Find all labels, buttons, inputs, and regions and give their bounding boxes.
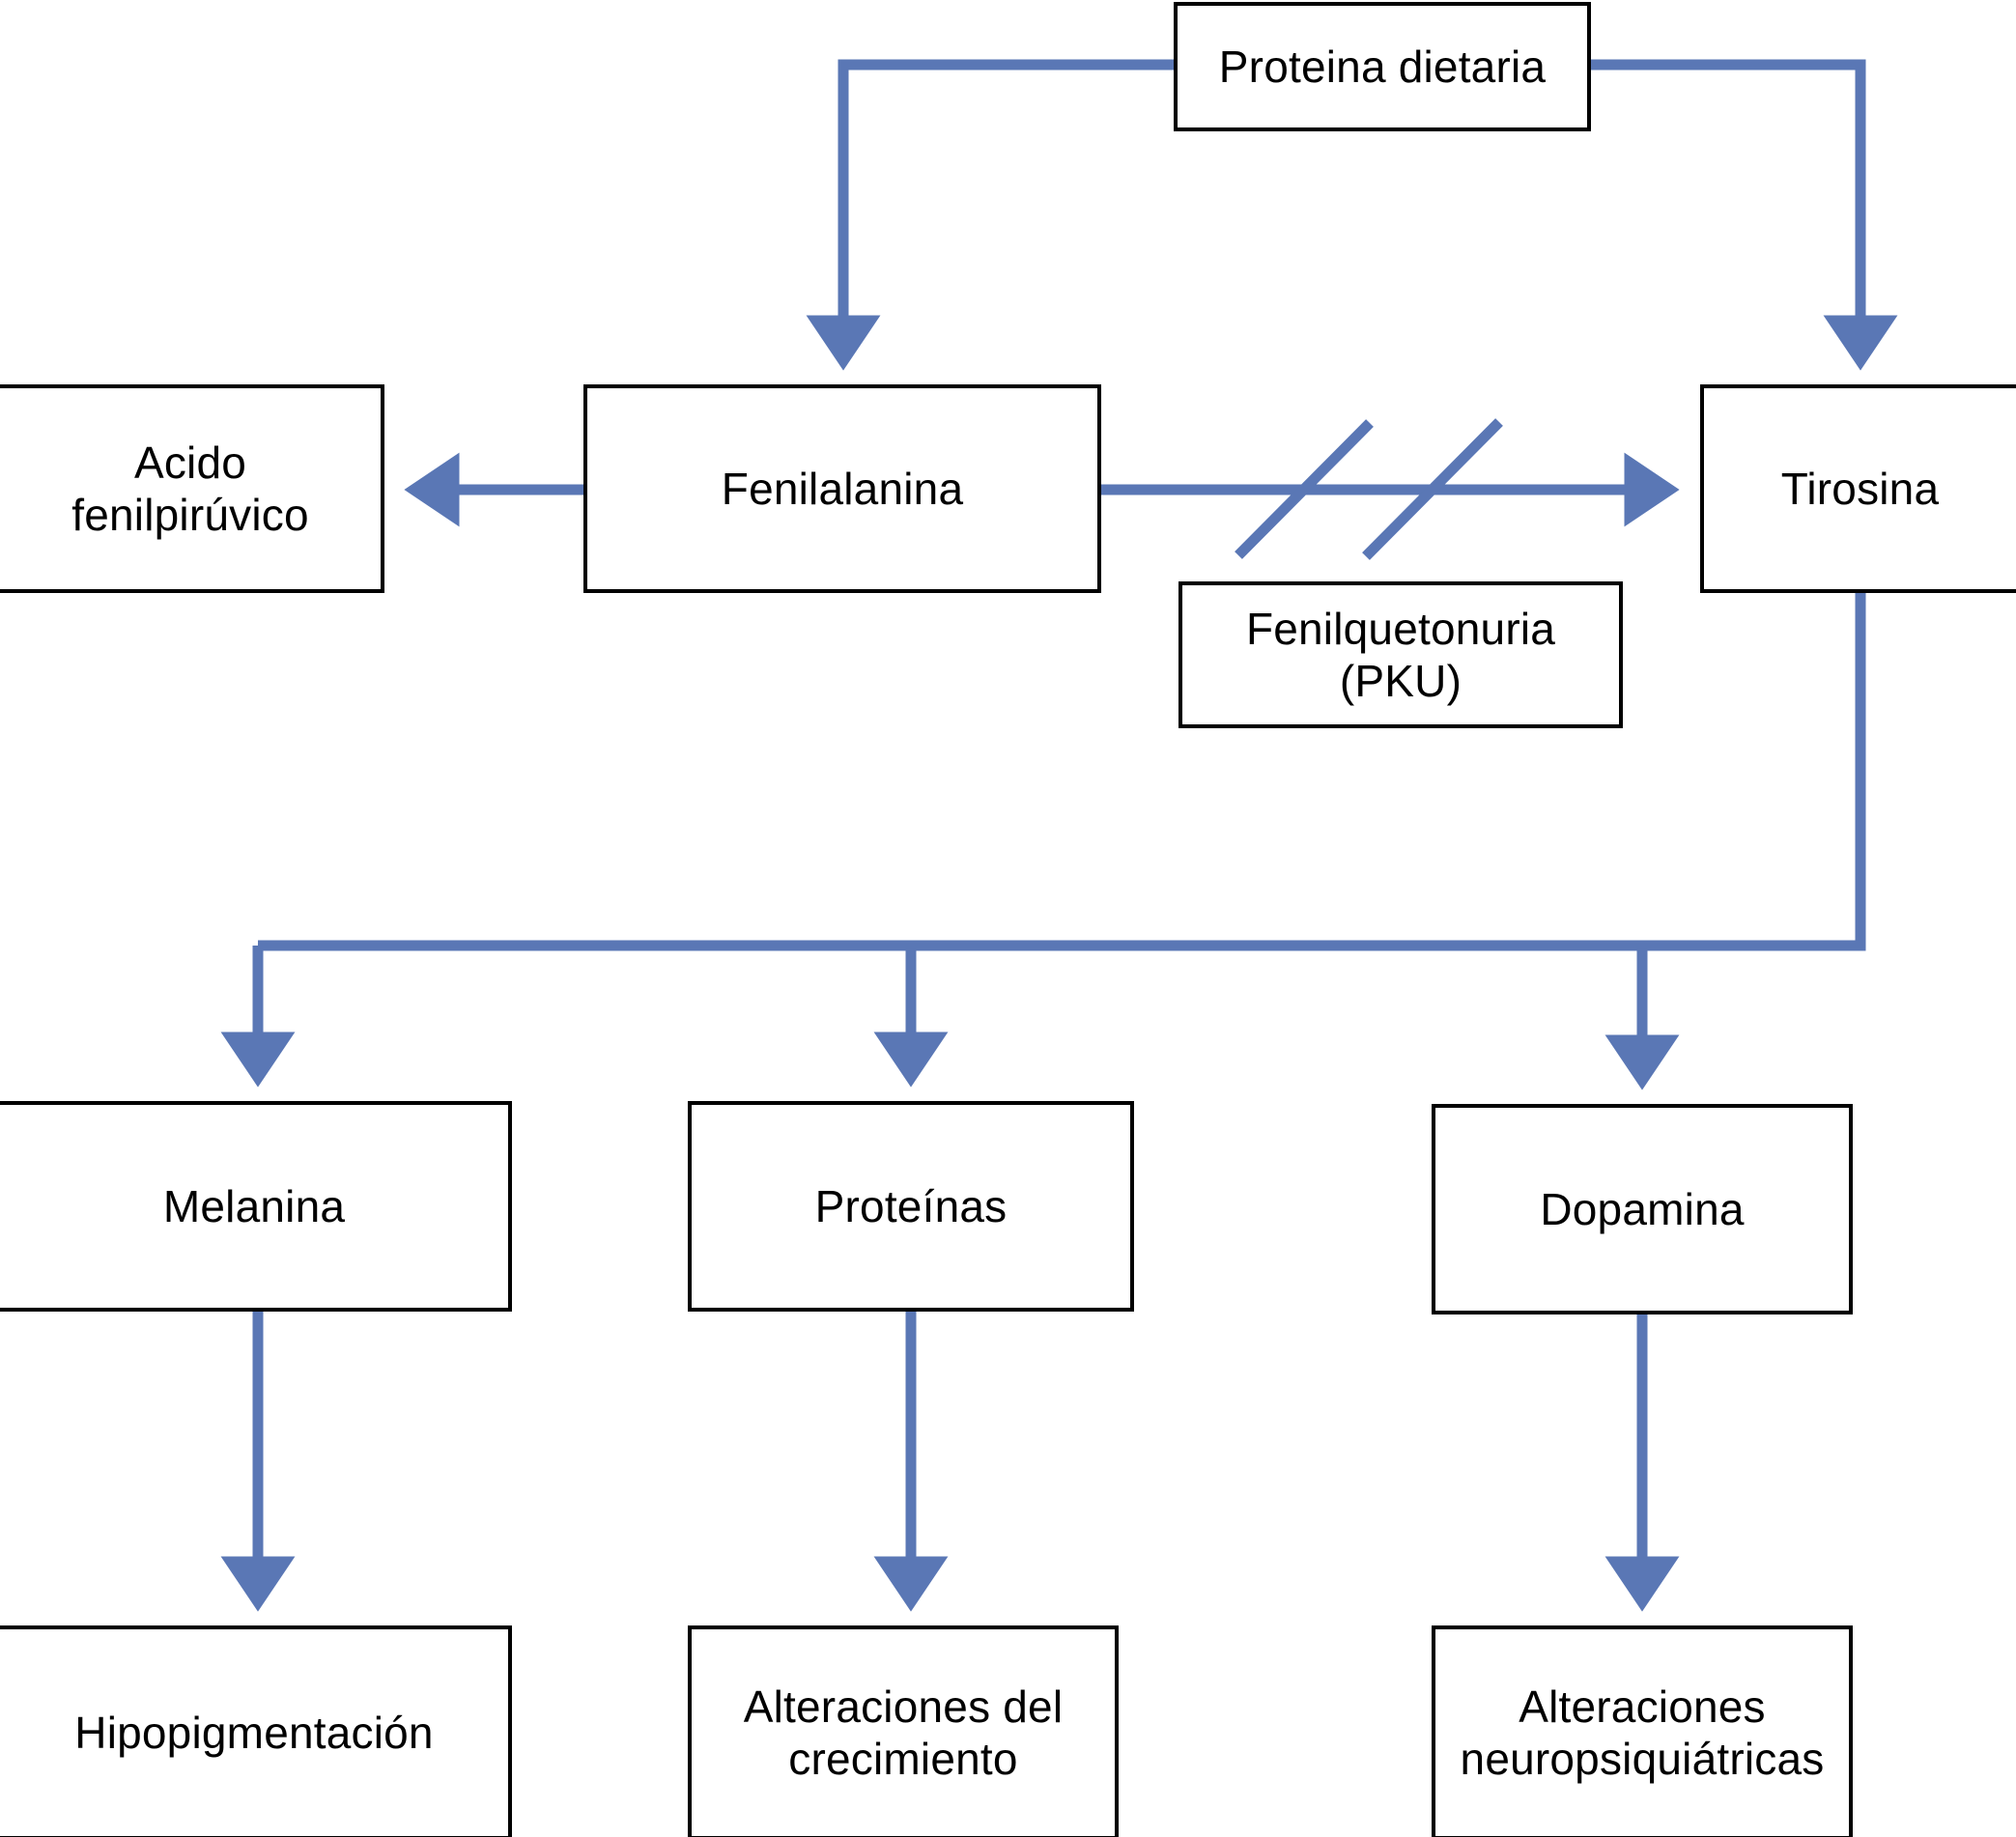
node-fenilquetonuria[interactable]: Fenilquetonuria (PKU) [1178,581,1623,728]
node-fenilalanina[interactable]: Fenilalanina [583,384,1101,593]
node-label: Tirosina [1780,463,1940,514]
node-tirosina[interactable]: Tirosina [1700,384,2016,593]
node-hipopigmentacion[interactable]: Hipopigmentación [0,1625,512,1837]
node-label: Fenilquetonuria (PKU) [1245,603,1556,706]
node-label: Acido fenilpirúvico [71,437,309,540]
node-proteinas[interactable]: Proteínas [688,1101,1134,1312]
edge-proteina-to-fenilalanina [806,59,1174,371]
node-label: Proteina dietaria [1218,41,1547,92]
node-acido-fenilpiruvico[interactable]: Acido fenilpirúvico [0,384,384,593]
node-melanina[interactable]: Melanina [0,1101,512,1312]
node-dopamina[interactable]: Dopamina [1432,1104,1853,1314]
node-label: Melanina [162,1180,346,1231]
node-proteina-dietaria[interactable]: Proteina dietaria [1174,2,1591,131]
enzyme-block-slashes [1235,418,1503,560]
node-alteraciones-neuropsiquiatricas[interactable]: Alteraciones neuropsiquiátricas [1432,1625,1853,1837]
node-label: Alteraciones del crecimiento [743,1681,1064,1784]
node-label: Dopamina [1540,1183,1745,1234]
node-label: Hipopigmentación [74,1707,434,1758]
node-alteraciones-crecimiento[interactable]: Alteraciones del crecimiento [688,1625,1119,1837]
node-label: Proteínas [814,1180,1008,1231]
edge-proteina-to-tirosina [1591,59,1898,371]
node-label: Fenilalanina [721,463,964,514]
edge-tirosina-bus [258,593,1866,951]
node-label: Alteraciones neuropsiquiátricas [1460,1681,1825,1784]
